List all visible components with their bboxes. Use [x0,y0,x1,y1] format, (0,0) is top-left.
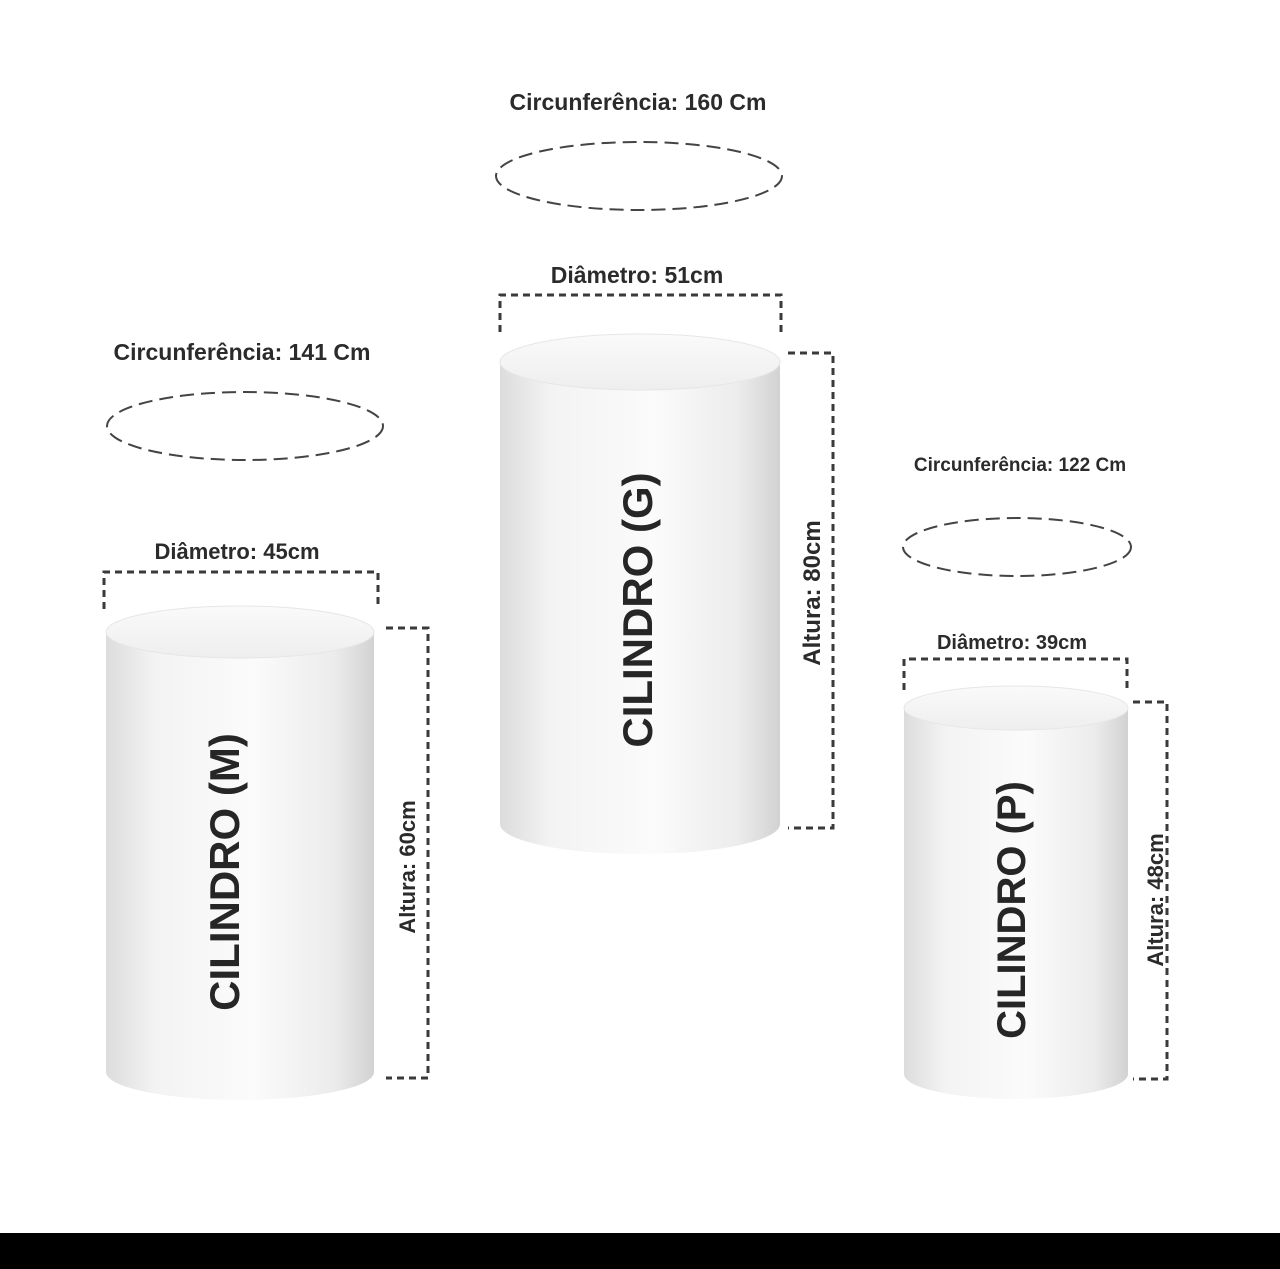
bottom-black-bar [0,1233,1280,1269]
cylinder-p-height-line [1133,700,1169,1081]
cylinder-m-height-line [386,626,430,1080]
cylinder-m-group: Circunferência: 141 Cm Diâmetro: 45cm CI… [102,339,430,1100]
cylinder-g-group: Circunferência: 160 Cm Diâmetro: 51cm CI… [495,89,835,854]
cylinder-g-circumference-label: Circunferência: 160 Cm [510,89,767,115]
cylinder-g-height-label: Altura: 80cm [799,520,826,665]
cylinder-p-name: CILINDRO (P) [990,781,1034,1039]
cylinder-m-name: CILINDRO (M) [201,733,248,1011]
cylinder-p-group: Circunferência: 122 Cm Diâmetro: 39cm CI… [902,455,1169,1099]
cylinder-g-diameter-label: Diâmetro: 51cm [551,262,724,288]
cylinder-g-name: CILINDRO (G) [614,472,661,747]
cylinder-p-height-label: Altura: 48cm [1143,833,1168,966]
cylinder-m-height-label: Altura: 60cm [395,800,420,933]
cylinder-p-circumference-label: Circunferência: 122 Cm [914,455,1126,476]
cylinder-m-body [105,605,375,1100]
cylinder-m-diameter-line [102,570,380,609]
cylinder-p-circumference-ring [902,517,1132,577]
cylinder-m-circumference-label: Circunferência: 141 Cm [114,339,371,365]
cylinder-m-diameter-label: Diâmetro: 45cm [154,539,319,564]
cylinder-p-diameter-line [902,657,1129,690]
cylinder-g-circumference-ring [495,141,783,211]
cylinder-p-diameter-label: Diâmetro: 39cm [937,632,1087,654]
cylinder-g-body [499,333,781,854]
cylinder-m-circumference-ring [106,391,384,461]
cylinder-g-diameter-line [498,293,783,332]
cylinder-p-body [903,685,1129,1099]
cylinder-g-height-line [788,351,835,830]
cylinder-dimensions-diagram: Circunferência: 141 Cm Diâmetro: 45cm CI… [102,89,1169,1100]
